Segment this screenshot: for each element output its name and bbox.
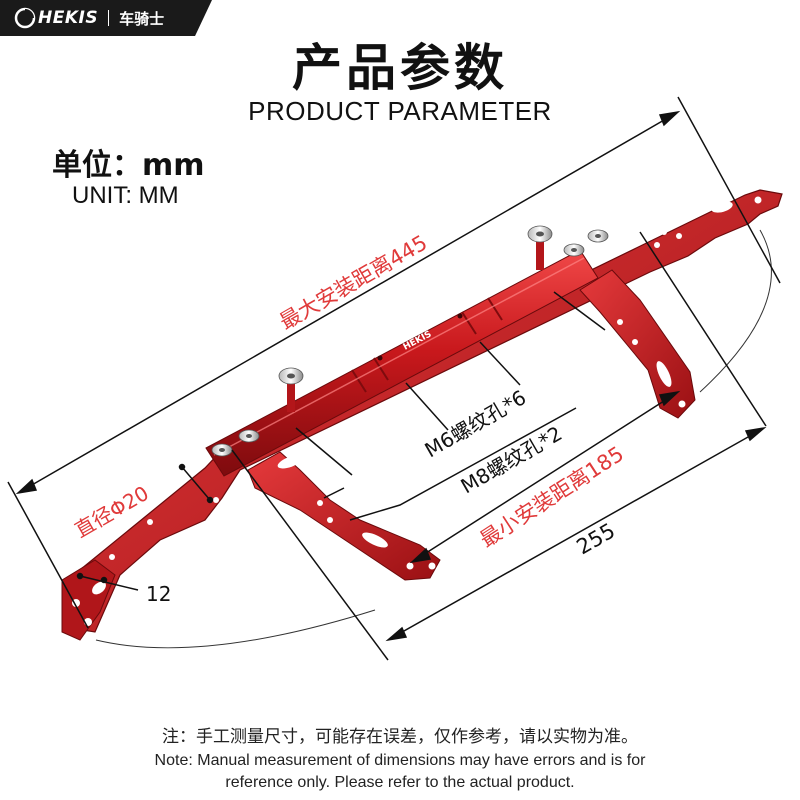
dimension-length [231, 231, 767, 661]
note-en: Note: Manual measurement of dimensions m… [0, 750, 800, 794]
rotation-arc-left [95, 609, 376, 649]
header-divider [108, 10, 110, 26]
dimension-max-install [7, 96, 781, 629]
bolt-left-tall [278, 367, 304, 412]
right-bracket [579, 269, 696, 419]
note-en-line2: reference only. Please refer to the actu… [225, 774, 575, 791]
rotation-arc-right [699, 229, 772, 393]
bolt-right-tall [527, 225, 553, 270]
brand-header-bar: HEKIS 车骑士 [0, 0, 212, 36]
brand-name-cn: 车骑士 [119, 9, 165, 28]
note-en-line1: Note: Manual measurement of dimensions m… [154, 752, 646, 769]
dimension-hole [76, 572, 139, 591]
bolt-pair-left [211, 429, 260, 457]
dimension-diameter [178, 463, 214, 504]
page-subtitle: PRODUCT PARAMETER [248, 96, 552, 126]
unit-label-en: UNIT: MM [72, 182, 179, 209]
brand-name: HEKIS [38, 8, 99, 28]
label-max-install: 最大安装距离445 [276, 230, 432, 334]
bolt-pair-right [563, 229, 609, 257]
leader-lines [295, 291, 606, 521]
dimension-min-install [409, 390, 681, 564]
note-cn: 注：手工测量尺寸，可能存在误差，仅作参考，请以实物为准。 [162, 727, 638, 747]
brand-logo-icon [14, 7, 36, 29]
unit-label-cn: 单位：mm [52, 148, 205, 183]
cross-bar: HEKIS [205, 249, 599, 477]
page-title: 产品参数 [292, 39, 508, 97]
left-bracket [247, 451, 441, 581]
label-hole: 12 [146, 582, 171, 606]
label-length: 255 [573, 518, 620, 559]
